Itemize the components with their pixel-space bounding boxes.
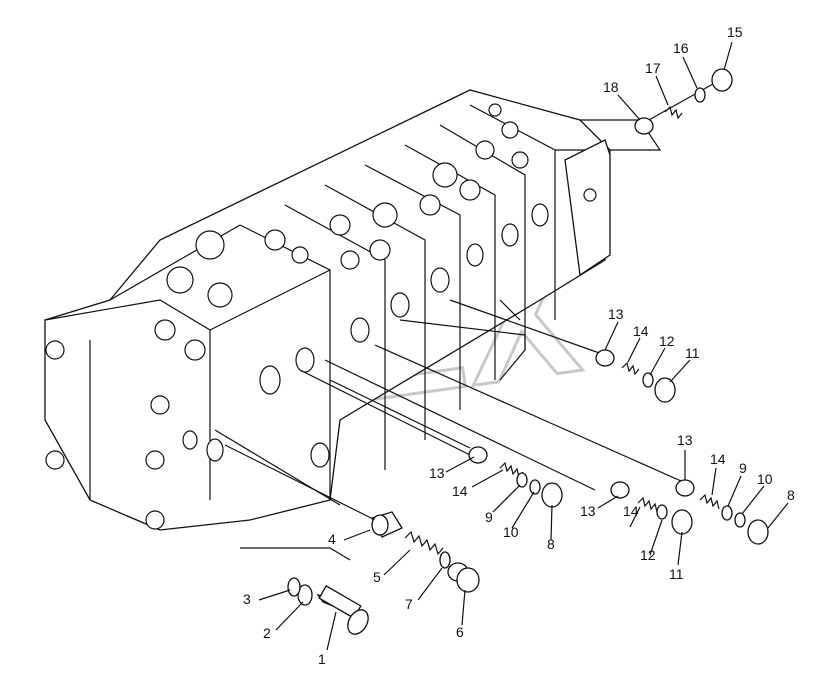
callout-3: 3 bbox=[243, 591, 251, 607]
assembly-axis-lines bbox=[214, 79, 721, 561]
top-relief-group bbox=[634, 68, 733, 135]
callout-8b: 8 bbox=[787, 487, 795, 503]
callout-16: 16 bbox=[673, 40, 689, 56]
callout-4: 4 bbox=[328, 531, 336, 547]
control-valve-body bbox=[44, 89, 611, 531]
callout-13d: 13 bbox=[677, 432, 693, 448]
part-1-plug bbox=[316, 585, 369, 635]
part-4-sleeve bbox=[371, 511, 403, 538]
part-7-oring bbox=[439, 551, 451, 569]
callout-14a: 14 bbox=[633, 323, 649, 339]
callout-7: 7 bbox=[405, 596, 413, 612]
lower-right-valve-group bbox=[610, 481, 693, 535]
callout-2: 2 bbox=[263, 625, 271, 641]
middle-valve-group bbox=[468, 446, 563, 508]
callout-5: 5 bbox=[373, 569, 381, 585]
part-3-backup-ring bbox=[287, 577, 301, 597]
upper-right-valve-group bbox=[595, 349, 676, 403]
callout-11b: 11 bbox=[669, 566, 684, 582]
callout-13b: 13 bbox=[429, 465, 445, 481]
callout-11a: 11 bbox=[685, 345, 700, 361]
callout-10b: 10 bbox=[757, 471, 773, 487]
callout-9b: 9 bbox=[739, 460, 747, 476]
callout-13a: 13 bbox=[608, 306, 624, 322]
callout-13c: 13 bbox=[580, 503, 596, 519]
callout-12a: 12 bbox=[659, 333, 675, 349]
callout-8a: 8 bbox=[547, 536, 555, 552]
callout-10a: 10 bbox=[503, 524, 519, 540]
callout-labels: 1 2 3 4 5 6 7 8 8 9 9 10 10 11 11 12 12 … bbox=[243, 24, 795, 667]
callout-1: 1 bbox=[318, 651, 326, 667]
part-2-oring bbox=[297, 584, 313, 606]
callout-18: 18 bbox=[603, 79, 619, 95]
callout-14b: 14 bbox=[452, 483, 468, 499]
callout-15: 15 bbox=[727, 24, 743, 40]
part-6-plug bbox=[447, 562, 480, 593]
callout-9a: 9 bbox=[485, 509, 493, 525]
callout-17: 17 bbox=[645, 60, 661, 76]
callout-leaders bbox=[258, 41, 789, 651]
far-right-valve-group bbox=[675, 479, 769, 545]
part-5-spring bbox=[404, 530, 444, 556]
callout-14c: 14 bbox=[623, 503, 639, 519]
callout-6: 6 bbox=[456, 624, 464, 640]
callout-12b: 12 bbox=[640, 547, 656, 563]
callout-14d: 14 bbox=[710, 451, 726, 467]
